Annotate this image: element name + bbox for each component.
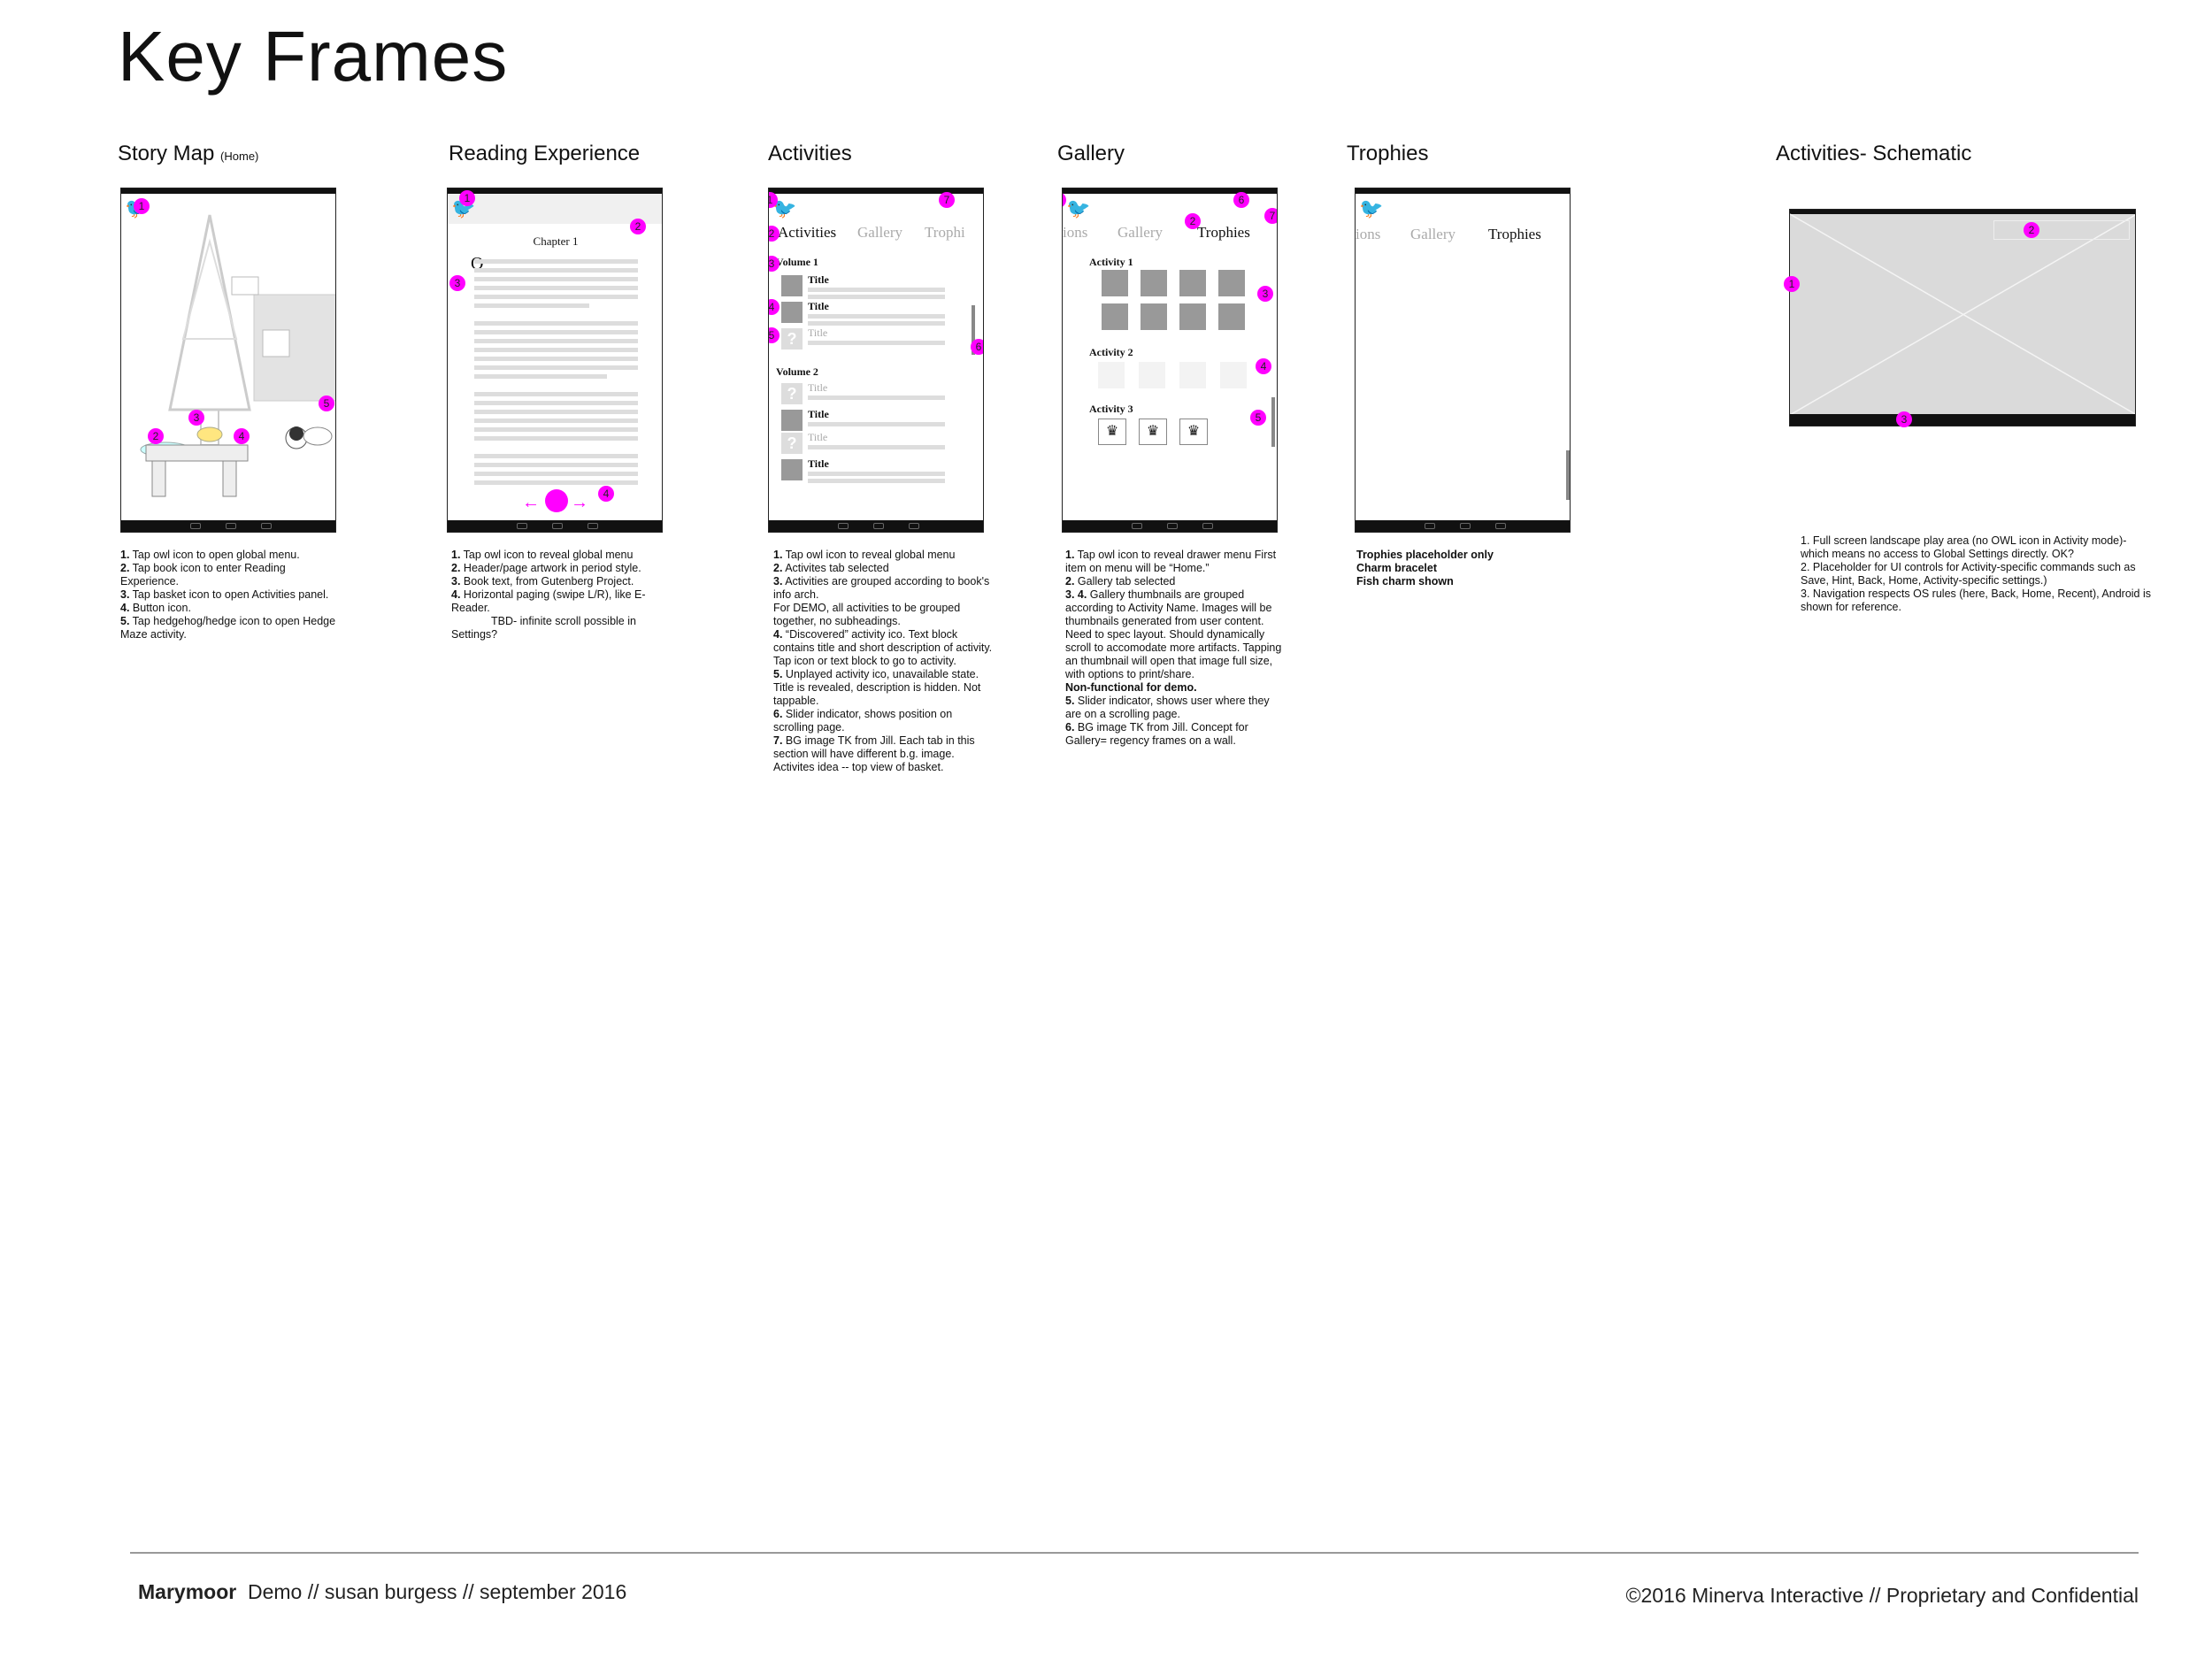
annotation-4: 4 xyxy=(598,486,614,502)
annotation-6: 6 xyxy=(971,339,983,355)
reading-frame: 🐦 Chapter 1 O ← → 1 2 3 4 xyxy=(447,188,663,533)
annotation-7: 7 xyxy=(939,192,955,208)
item-title[interactable]: Title xyxy=(808,408,829,420)
activity-2-heading: Activity 2 xyxy=(1089,346,1133,358)
page-title: Key Frames xyxy=(118,17,509,96)
annotation-5: 5 xyxy=(769,327,780,343)
status-bar xyxy=(1356,188,1570,194)
annotation-1: 1 xyxy=(769,192,778,208)
notes-story-map: 1. Tap owl icon to open global menu. 2. … xyxy=(120,549,336,641)
notes-schematic: 1. Full screen landscape play area (no O… xyxy=(1801,534,2152,613)
tab-activities[interactable]: ions xyxy=(1063,224,1088,241)
annotation-2: 2 xyxy=(1185,213,1201,229)
annotation-3: 3 xyxy=(769,256,780,272)
annotation-4: 4 xyxy=(1256,358,1271,374)
frame-title-schematic: Activities- Schematic xyxy=(1776,142,1972,165)
annotation-2: 2 xyxy=(630,219,646,234)
annotation-1: 1 xyxy=(1784,276,1800,292)
status-bar xyxy=(1063,188,1277,194)
tab-trophies[interactable]: Trophi xyxy=(925,224,965,241)
tab-activities[interactable]: ions xyxy=(1356,226,1381,242)
page-indicator xyxy=(545,489,568,512)
owl-icon[interactable]: 🐦 xyxy=(1359,197,1384,219)
annotation-5: 5 xyxy=(319,396,334,411)
crown-icon[interactable]: ♛ xyxy=(1098,419,1126,445)
crown-icon[interactable]: ♛ xyxy=(1179,419,1208,445)
frame-title-trophies: Trophies xyxy=(1347,142,1429,165)
annotation-7: 7 xyxy=(1264,208,1277,224)
notes-gallery: 1. Tap owl icon to reveal drawer menu Fi… xyxy=(1065,549,1282,747)
annotation-2: 2 xyxy=(2024,222,2039,238)
tab-gallery[interactable]: Gallery xyxy=(1410,226,1455,242)
item-title[interactable]: Title xyxy=(808,273,829,286)
page-right-arrow-icon[interactable]: → xyxy=(571,493,588,512)
annotation-4: 4 xyxy=(234,428,250,444)
annotation-1: 1 xyxy=(459,190,475,206)
item-title-unplayed: Title xyxy=(808,381,828,394)
frame-title-reading: Reading Experience xyxy=(449,142,641,165)
chapter-title: Chapter 1 xyxy=(533,234,579,248)
page-left-arrow-icon[interactable]: ← xyxy=(522,493,540,512)
story-map-illustration xyxy=(140,214,335,497)
annotation-2: 2 xyxy=(769,226,780,242)
status-bar xyxy=(448,188,662,194)
scroll-indicator[interactable] xyxy=(972,305,975,355)
scroll-indicator[interactable] xyxy=(1566,450,1570,500)
nav-bar xyxy=(1063,520,1277,532)
annotation-4: 4 xyxy=(769,299,780,315)
footer-divider xyxy=(130,1552,2139,1554)
annotation-3: 3 xyxy=(1896,411,1912,427)
owl-icon[interactable]: 🐦 xyxy=(1066,197,1091,219)
notes-trophies: Trophies placeholder only Charm bracelet… xyxy=(1356,549,1494,588)
nav-bar xyxy=(1356,520,1570,532)
activity-3-heading: Activity 3 xyxy=(1089,403,1133,415)
volume-2-heading: Volume 2 xyxy=(776,365,818,378)
placeholder-cross xyxy=(1790,213,2135,416)
status-bar xyxy=(121,188,335,194)
item-title-unplayed: Title xyxy=(808,431,828,443)
annotation-3: 3 xyxy=(1257,286,1273,302)
footer-left: Marymoor Demo // susan burgess // septem… xyxy=(138,1580,627,1603)
frame-title-gallery: Gallery xyxy=(1057,142,1125,165)
nav-bar xyxy=(769,520,983,532)
tab-gallery[interactable]: Gallery xyxy=(1118,224,1163,241)
tab-gallery[interactable]: Gallery xyxy=(857,224,902,241)
annotation-3: 3 xyxy=(449,275,465,291)
annotation-2: 2 xyxy=(148,428,164,444)
annotation-1: 1 xyxy=(134,198,150,214)
header-artwork xyxy=(448,194,662,224)
notes-reading: 1. Tap owl icon to reveal global menu 2.… xyxy=(451,549,646,641)
item-title-unplayed: Title xyxy=(808,326,828,339)
tab-trophies[interactable]: Trophies xyxy=(1488,226,1541,242)
story-map-frame: 🐦 1 2 3 4 5 xyxy=(120,188,336,533)
gallery-frame: 🐦 ions Gallery Trophies Activity 1 Activ… xyxy=(1062,188,1278,533)
crown-icon[interactable]: ♛ xyxy=(1139,419,1167,445)
nav-bar xyxy=(121,520,335,532)
annotation-1: 1 xyxy=(1063,192,1066,208)
annotation-5: 5 xyxy=(1250,410,1266,426)
footer-right: ©2016 Minerva Interactive // Proprietary… xyxy=(1625,1584,2139,1607)
activity-1-heading: Activity 1 xyxy=(1089,256,1133,268)
frame-title-story-map: Story Map (Home) xyxy=(118,142,259,165)
annotation-6: 6 xyxy=(1233,192,1249,208)
tab-trophies[interactable]: Trophies xyxy=(1197,224,1250,241)
nav-bar xyxy=(448,520,662,532)
volume-1-heading: Volume 1 xyxy=(776,256,818,268)
scroll-indicator[interactable] xyxy=(1271,397,1275,447)
activities-frame: 🐦 Activities Gallery Trophi Volume 1 Tit… xyxy=(768,188,984,533)
trophies-frame: 🐦 ions Gallery Trophies xyxy=(1355,188,1571,533)
frame-title-activities: Activities xyxy=(768,142,852,165)
nav-bar xyxy=(1790,414,2135,426)
tab-activities[interactable]: Activities xyxy=(778,224,837,241)
annotation-3: 3 xyxy=(188,410,204,426)
item-title[interactable]: Title xyxy=(808,457,829,470)
notes-activities: 1. Tap owl icon to reveal global menu 2.… xyxy=(773,549,993,773)
item-title[interactable]: Title xyxy=(808,300,829,312)
status-bar xyxy=(769,188,983,194)
ui-controls-placeholder[interactable] xyxy=(1993,220,2130,240)
schematic-frame xyxy=(1789,209,2136,426)
